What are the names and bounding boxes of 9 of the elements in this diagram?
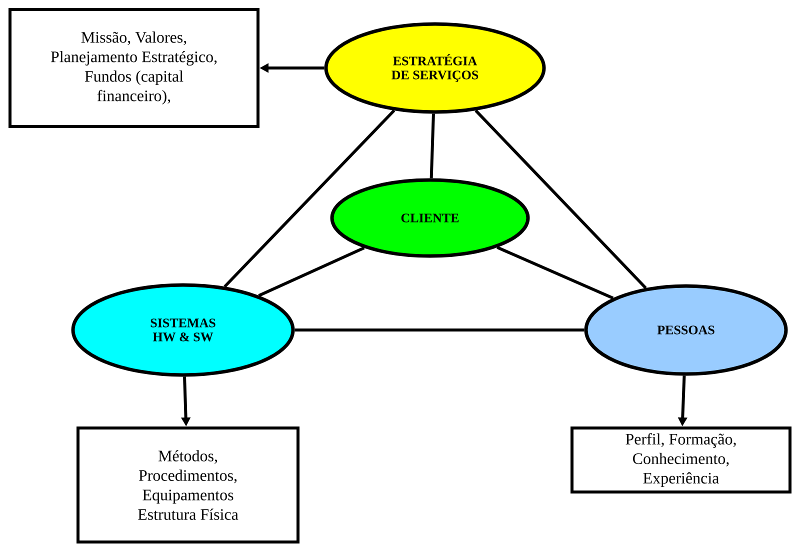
connector-line bbox=[474, 110, 647, 290]
connector-line bbox=[258, 246, 365, 297]
connector-line bbox=[496, 246, 614, 300]
connector-line bbox=[294, 328, 584, 332]
text-box: Métodos, Procedimentos, Equipamentos Estrutura Física bbox=[76, 426, 300, 544]
connector-line bbox=[430, 114, 435, 178]
text-box: Perfil, Formação, Conhecimento, Experiência bbox=[570, 426, 792, 494]
connector-line bbox=[224, 109, 396, 288]
text-box: Missão, Valores, Planejamento Estratégico, Fundos (capital financeiro), bbox=[8, 8, 260, 128]
